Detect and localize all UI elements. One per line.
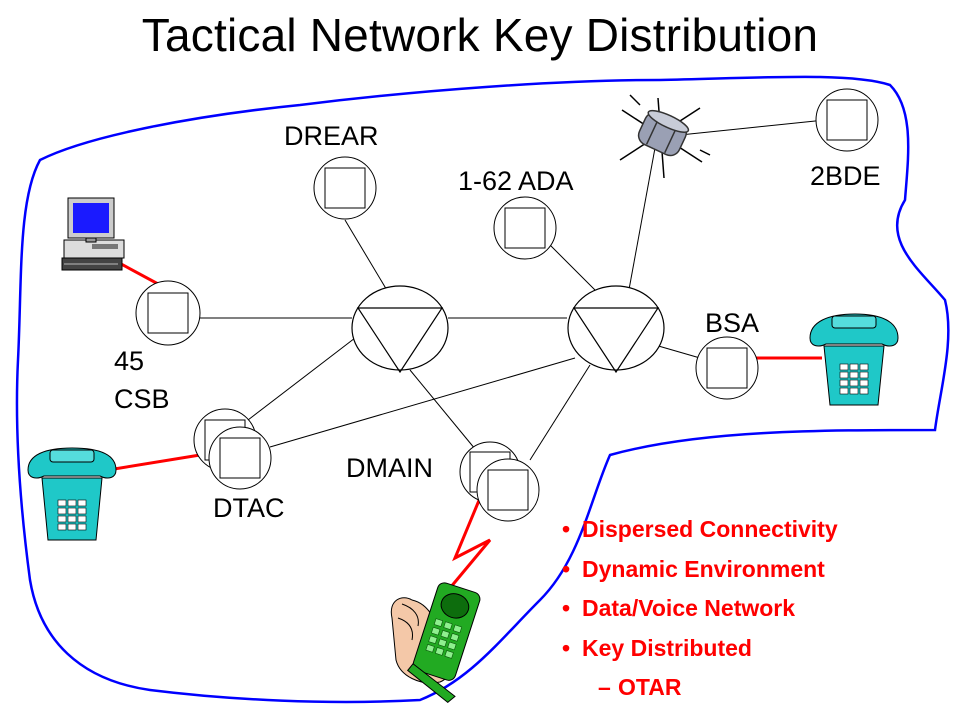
- network-links: [200, 119, 826, 461]
- bullet-dot-icon: •: [562, 555, 571, 582]
- router-hub-1: [351, 285, 449, 374]
- sub-bullet-text: OTAR: [618, 674, 682, 700]
- bullet-text: Dispersed Connectivity: [582, 516, 838, 542]
- link-drear-hub1: [344, 219, 389, 293]
- link-satellite-2bde: [679, 119, 826, 136]
- link-hub2-dmain: [529, 364, 591, 461]
- node-label-drear: DREAR: [284, 121, 379, 151]
- computer-icon: [61, 197, 125, 271]
- link-hub1-dtac: [247, 337, 356, 421]
- bullet-dot-icon: •: [562, 595, 571, 621]
- node-csb-symbol: [135, 280, 201, 346]
- bullet-item: • Key Distributed: [562, 629, 838, 669]
- bullet-text: Key Distributed: [582, 634, 752, 661]
- node-label-bsa: BSA: [705, 308, 760, 338]
- node-ada-symbol: [493, 196, 557, 260]
- bullet-item: • Dispersed Connectivity: [562, 510, 838, 550]
- node-label-csb-number: 45: [114, 346, 145, 376]
- node-label-csb: CSB: [114, 384, 170, 414]
- phone-icon-right: [809, 313, 899, 406]
- node-label-ada: 1-62 ADA: [458, 166, 574, 196]
- link-dmain-radio-zigzag: [438, 497, 492, 601]
- node-2bde-symbol: [815, 88, 879, 152]
- node-drear-symbol: [313, 156, 377, 220]
- link-ada-hub2: [547, 242, 598, 293]
- link-hub2-satellite: [627, 147, 656, 296]
- bullet-dot-icon: •: [562, 516, 571, 542]
- node-dmain-symbol: [459, 441, 540, 522]
- node-label-dtac: DTAC: [213, 493, 285, 523]
- bullet-item: • Data/Voice Network: [562, 589, 838, 629]
- link-hub1-dmain: [409, 369, 481, 456]
- bullet-text: Data/Voice Network: [582, 595, 796, 621]
- node-dtac-symbol: [193, 408, 272, 490]
- sub-bullet-item: –OTAR: [562, 668, 838, 708]
- router-hub-2: [567, 285, 665, 374]
- network-boundary: [15, 75, 950, 704]
- feature-bullet-list: • Dispersed Connectivity • Dynamic Environ…: [562, 510, 838, 708]
- phone-icon-left: [27, 447, 117, 541]
- link-dtac-hub2: [269, 357, 576, 448]
- satellite-icon: [619, 94, 711, 179]
- node-label-2bde: 2BDE: [810, 161, 881, 191]
- node-bsa-symbol: [695, 336, 759, 400]
- bullet-text: Dynamic Environment: [582, 555, 825, 582]
- bullet-dot-icon: •: [562, 634, 571, 661]
- node-label-dmain: DMAIN: [346, 453, 433, 483]
- sub-bullet-dash-icon: –: [598, 674, 611, 700]
- bullet-item: • Dynamic Environment: [562, 550, 838, 590]
- page-title: Tactical Network Key Distribution: [141, 9, 819, 61]
- link-hub2-bsa: [654, 344, 701, 359]
- handheld-radio-icon: [390, 582, 481, 704]
- link-phone-dtac: [107, 453, 201, 472]
